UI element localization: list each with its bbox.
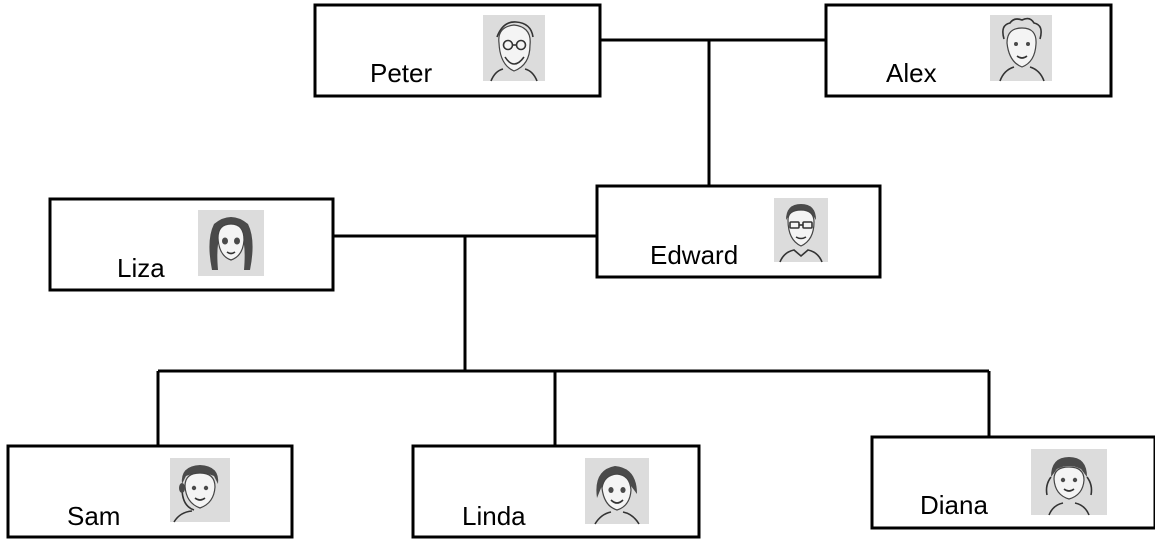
node-name-diana: Diana [920, 490, 988, 520]
man-glasses-short-hair-icon [774, 198, 828, 263]
person-node-peter: Peter [313, 3, 602, 98]
person-node-diana: Diana [870, 435, 1155, 530]
connectors [156, 38, 991, 446]
girl-pigtails-icon [1031, 449, 1107, 516]
node-box-liza [48, 197, 335, 292]
person-node-liza: Liza [48, 197, 335, 292]
node-box-sam [6, 444, 294, 539]
node-name-sam: Sam [67, 501, 120, 531]
person-node-edward: Edward [595, 184, 882, 279]
boy-headset-icon [170, 458, 230, 523]
node-name-peter: Peter [370, 58, 432, 88]
girl-short-hair-icon [585, 458, 649, 525]
node-name-alex: Alex [886, 58, 937, 88]
node-name-linda: Linda [462, 501, 526, 531]
node-name-edward: Edward [650, 240, 738, 270]
node-name-liza: Liza [117, 253, 165, 283]
elderly-woman-curly-hair-icon [990, 15, 1052, 82]
node-box-linda [411, 444, 701, 539]
person-node-alex: Alex [824, 3, 1113, 98]
node-box-peter [313, 3, 602, 98]
node-box-edward [595, 184, 882, 279]
person-node-sam: Sam [6, 444, 294, 539]
woman-long-hair-icon [198, 210, 264, 276]
node-box-alex [824, 3, 1113, 98]
node-box-diana [870, 435, 1155, 530]
person-node-linda: Linda [411, 444, 701, 539]
elderly-man-glasses-beard-icon [483, 15, 545, 82]
